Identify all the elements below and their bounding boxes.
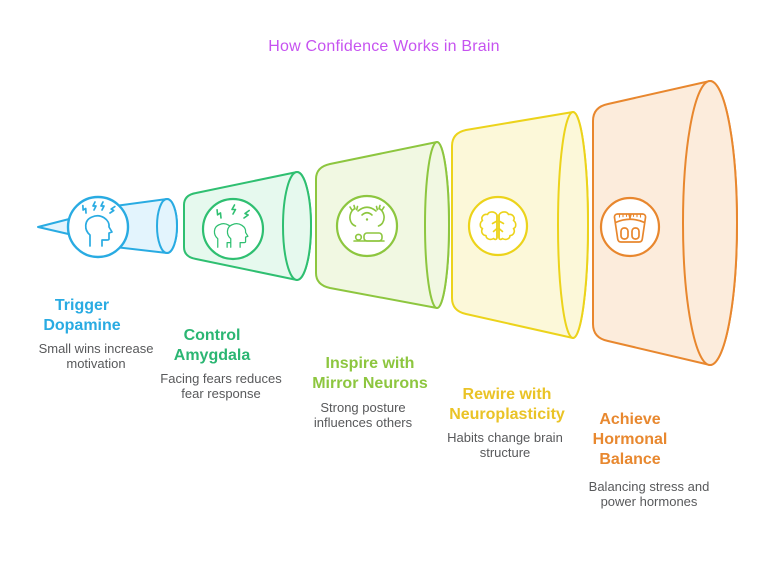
- stage-5-description: Balancing stress and power hormones: [588, 479, 710, 509]
- brain-icon: [479, 211, 517, 241]
- stage-3-heading: Inspire with Mirror Neurons: [312, 355, 428, 392]
- funnel-stage-4: [451, 111, 589, 339]
- stage-5-icon-circle: [599, 196, 661, 258]
- funnel-stage-3: [315, 141, 450, 309]
- stage-4-heading: Rewire with Neuroplasticity: [449, 386, 565, 423]
- stage-4-icon-circle: [467, 195, 529, 257]
- page-title: How Confidence Works in Brain: [268, 38, 500, 55]
- funnel-end-cap-2: [282, 171, 312, 281]
- stage-2-description: Facing fears reduces fear response: [160, 371, 282, 401]
- stage-1-description: Small wins increase motivation: [38, 341, 154, 371]
- stage-2-heading: Control Amygdala: [173, 327, 251, 364]
- stage-5-heading: Achieve Hormonal Balance: [592, 411, 668, 468]
- funnel-stage-1: [37, 195, 178, 259]
- stage-4-description: Habits change brain structure: [447, 430, 563, 460]
- funnel-end-cap-4: [557, 111, 589, 339]
- funnel-end-cap-3: [424, 141, 450, 309]
- stage-1-icon-circle: [66, 195, 130, 259]
- funnel-end-cap-1: [156, 198, 178, 254]
- funnel-end-cap-5: [682, 80, 738, 366]
- weight-scale-icon: [613, 213, 647, 243]
- dual-head-fear-icon: [213, 204, 250, 248]
- stage-3-icon-circle: [335, 194, 399, 258]
- stage-3-description: Strong posture influences others: [313, 400, 413, 430]
- head-stress-icon: [82, 201, 116, 247]
- mirror-neurons-icon: [349, 204, 385, 242]
- stage-1-heading: Trigger Dopamine: [43, 297, 121, 334]
- funnel-stage-2: [183, 171, 312, 281]
- funnel-stage-5: [592, 80, 738, 366]
